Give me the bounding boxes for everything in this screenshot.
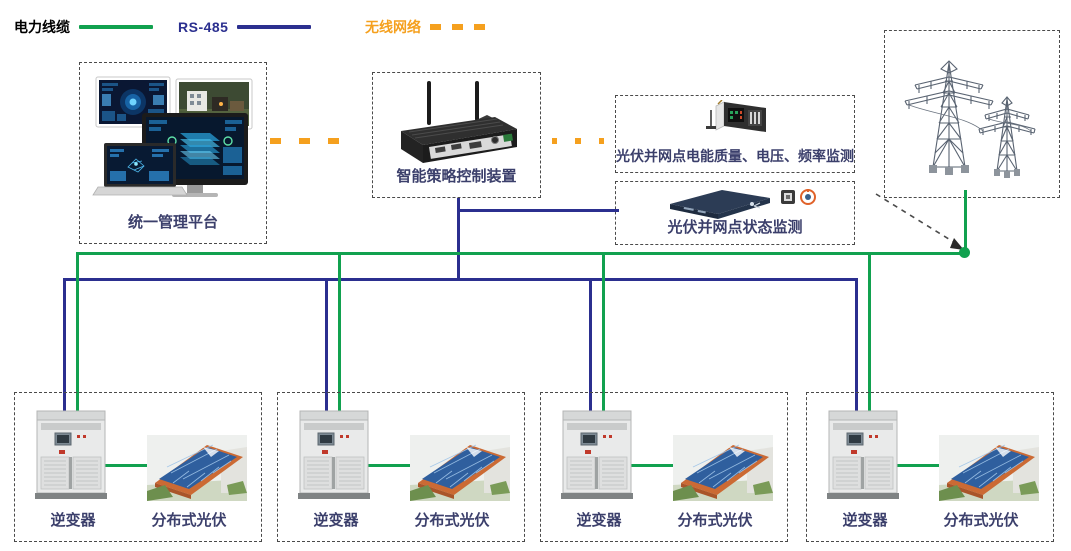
- inverter-cabinet-image-icon: [825, 407, 903, 501]
- rs485-controller-drop: [457, 198, 460, 280]
- group-box-power-quality[interactable]: 光伏并网点电能质量、电压、频率监测: [615, 95, 855, 173]
- signal-badge-icon: [799, 188, 817, 206]
- dashed-line-swatch-icon: [430, 24, 504, 30]
- rack-server-image-icon: [666, 186, 776, 220]
- pv-label-1: 分布式光伏: [151, 512, 227, 529]
- rooftop-solar-panel-image-icon: [147, 435, 247, 501]
- legend-label-rs485: RS-485: [178, 19, 229, 35]
- group-box-plant-2[interactable]: 逆变器 分布式光伏: [277, 392, 525, 542]
- inverter-cabinet-image-icon: [33, 407, 111, 501]
- group-box-unified-platform[interactable]: 统一管理平台: [79, 62, 267, 244]
- inverter-label-3: 逆变器: [576, 512, 622, 529]
- rs485-drop-plant-2: [325, 278, 328, 438]
- pv-label-2: 分布式光伏: [414, 512, 490, 529]
- grid-status-label: 光伏并网点状态监测: [667, 219, 803, 236]
- rooftop-solar-panel-image-icon: [673, 435, 773, 501]
- legend-item-power-cable: 电力线缆: [14, 20, 153, 34]
- rs485-bus: [63, 278, 858, 281]
- power-drop-plant-2: [338, 252, 341, 438]
- group-box-plant-3[interactable]: 逆变器 分布式光伏: [540, 392, 788, 542]
- rs485-drop-plant-3: [589, 278, 592, 438]
- controller-label: 智能策略控制装置: [396, 168, 517, 185]
- power-quality-label: 光伏并网点电能质量、电压、频率监测: [616, 148, 854, 164]
- inverter-cabinet-image-icon: [296, 407, 374, 501]
- power-riser-to-grid: [964, 190, 967, 254]
- power-link-inverter-pv-4: [880, 464, 958, 467]
- power-drop-plant-1: [76, 252, 79, 438]
- platform-label: 统一管理平台: [127, 214, 218, 231]
- wireless-link-platform-controller: [270, 138, 360, 144]
- power-link-inverter-pv-3: [614, 464, 692, 467]
- monitors-and-laptop-image-icon: [92, 71, 256, 201]
- power-link-inverter-pv-1: [88, 464, 166, 467]
- power-link-inverter-pv-2: [350, 464, 428, 467]
- rooftop-solar-panel-image-icon: [939, 435, 1039, 501]
- inverter-label-2: 逆变器: [313, 512, 359, 529]
- power-drop-plant-4: [868, 252, 871, 438]
- rs485-drop-plant-1: [63, 278, 66, 438]
- inverter-label-4: 逆变器: [842, 512, 888, 529]
- solid-line-swatch-icon: [237, 25, 312, 29]
- group-box-plant-1[interactable]: 逆变器 分布式光伏: [14, 392, 262, 542]
- transmission-tower-image-icon: [897, 39, 1049, 191]
- power-bus: [76, 252, 966, 255]
- group-box-controller[interactable]: 智能策略控制装置: [372, 72, 541, 198]
- rs485-drop-plant-4: [855, 278, 858, 438]
- inverter-cabinet-image-icon: [559, 407, 637, 501]
- wireless-link-controller-monitor: [552, 138, 622, 144]
- inverter-label-1: 逆变器: [50, 512, 96, 529]
- legend-label-power-cable: 电力线缆: [14, 19, 70, 35]
- group-box-transmission-grid[interactable]: [884, 30, 1060, 198]
- pv-label-3: 分布式光伏: [677, 512, 753, 529]
- meter-badge-icon: [781, 190, 795, 204]
- group-box-plant-4[interactable]: 逆变器 分布式光伏: [806, 392, 1054, 542]
- legend-item-wireless: 无线网络: [365, 20, 504, 34]
- industrial-gateway-image-icon: [391, 79, 525, 171]
- power-drop-plant-3: [602, 252, 605, 438]
- rs485-controller-to-monitor: [457, 209, 619, 212]
- legend-label-wireless: 无线网络: [365, 19, 421, 35]
- group-box-grid-status[interactable]: 光伏并网点状态监测: [615, 181, 855, 245]
- pv-label-4: 分布式光伏: [943, 512, 1019, 529]
- legend-item-rs485: RS-485: [178, 19, 312, 35]
- meter-device-image-icon: [704, 100, 776, 148]
- solid-line-swatch-icon: [79, 25, 153, 29]
- rooftop-solar-panel-image-icon: [410, 435, 510, 501]
